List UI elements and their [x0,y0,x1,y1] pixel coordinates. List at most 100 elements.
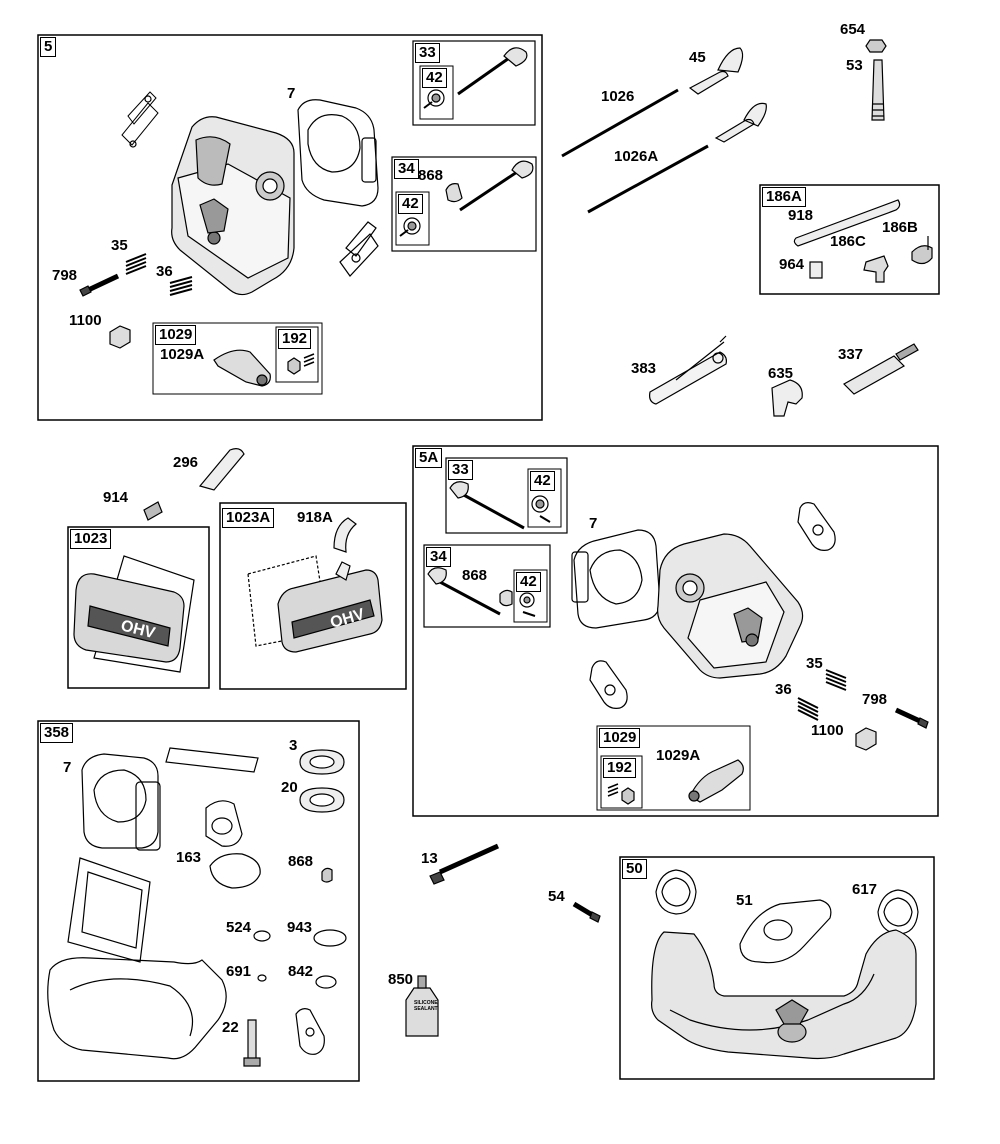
breather-1100 [109,325,131,349]
callout-186c: 186C [830,233,866,250]
sealant-tube-850 [405,987,439,1037]
group-42a-frame [419,65,454,120]
group-42c-frame [527,468,562,528]
cover-gasket-358 [67,857,151,963]
gasket-163a [205,800,243,847]
group-33a-frame [412,40,536,126]
group-tag-42a: 42 [422,68,447,88]
callout-868: 868 [418,167,444,184]
sealant-tube-text-top: SILICONE [414,1000,438,1006]
group-1029b-frame [596,725,751,811]
head-gasket-358 [81,753,159,849]
group-tag-192b: 192 [603,758,637,778]
washer-691 [257,974,267,982]
callout-35: 35 [111,237,128,254]
group-tag-1029b: 1029 [599,728,641,748]
group-192a-frame [275,326,319,383]
nut-654 [865,39,887,53]
group-tag-42b: 42 [398,194,423,214]
callout-7-b: 7 [589,515,598,532]
group-tag-5: 5 [40,37,57,57]
group-tag-34a: 34 [394,159,419,179]
callout-524: 524 [226,919,252,936]
gasket-51 [739,899,832,964]
group-tag-33a: 33 [415,43,440,63]
group-33b-frame [445,457,568,534]
callout-691: 691 [226,963,252,980]
breather-hose-918a [333,517,357,553]
group-358-frame [37,720,360,1082]
intake-gasket-5a [797,502,836,551]
fitting-186b [911,245,933,265]
group-186A-frame [759,184,940,295]
screw-914 [143,501,163,521]
gasket-top-358 [165,747,259,773]
stud-53 [871,59,885,121]
callout-798: 798 [52,267,78,284]
valve-33a [457,54,513,96]
callout-20: 20 [281,779,298,796]
callout-13: 13 [421,850,438,867]
group-5A-frame [412,445,939,817]
fitting-186c [863,255,889,283]
group-tag-50: 50 [622,859,647,879]
valve-spring-35 [125,253,147,275]
group-192b-frame [600,755,643,809]
group-tag-42d: 42 [516,572,541,592]
head-gasket-shape [297,99,379,207]
o-ring-524 [253,930,271,942]
sealant-tube-text: SILICONE SEALANT [414,1000,438,1012]
callout-1026a: 1026A [614,148,659,165]
callout-36: 36 [156,263,173,280]
valve-spring-35b [825,669,847,691]
o-ring-943 [313,929,347,947]
group-5-frame [37,34,543,421]
callout-36-b: 36 [775,681,792,698]
callout-635: 635 [768,365,794,382]
group-tag-358: 358 [40,723,74,743]
callout-1100-b: 1100 [811,722,844,739]
manifold-50 [651,929,917,1060]
callout-383: 383 [631,360,657,377]
callout-22: 22 [222,1019,239,1036]
o-ring-842 [315,975,337,989]
bolt-13 [438,843,500,875]
callout-654: 654 [840,21,866,38]
callout-964: 964 [779,256,805,273]
callout-45: 45 [689,49,706,66]
callout-850: 850 [388,971,414,988]
bolt-22 [247,1019,257,1061]
group-tag-192a: 192 [278,329,312,349]
bolt-798b [894,707,924,725]
group-42b-frame [395,191,430,246]
valve-34b [439,580,501,616]
callout-54: 54 [548,888,565,905]
group-tag-186a: 186A [762,187,806,207]
callout-7: 7 [287,85,296,102]
intake-gasket-shape [121,91,159,146]
head-gasket-5a [573,529,661,629]
sleeve-964 [809,261,823,279]
group-tag-1029a: 1029 [155,325,197,345]
breather-tube-296 [198,448,245,491]
callout-3: 3 [289,737,298,754]
valve-34a [459,168,521,212]
group-42d-frame [513,569,548,623]
push-rod-1026 [561,88,679,158]
callout-617: 617 [852,881,878,898]
callout-1100: 1100 [69,312,102,329]
callout-1026: 1026 [601,88,635,105]
group-tag-34b: 34 [426,547,451,567]
callout-1029a-b: 1029A [656,747,701,764]
callout-35-b: 35 [806,655,823,672]
gasket-ring-50a [655,869,697,915]
gasket-842b [295,1008,325,1055]
callout-798-b: 798 [862,691,888,708]
sealant-tube-text-bottom: SEALANT [414,1006,438,1012]
group-1029a-frame [152,322,323,395]
group-tag-5a: 5A [415,448,443,468]
spark-plug-boot-635 [771,379,803,417]
exhaust-gasket-shape [339,221,379,277]
spark-plug-337 [843,355,905,395]
